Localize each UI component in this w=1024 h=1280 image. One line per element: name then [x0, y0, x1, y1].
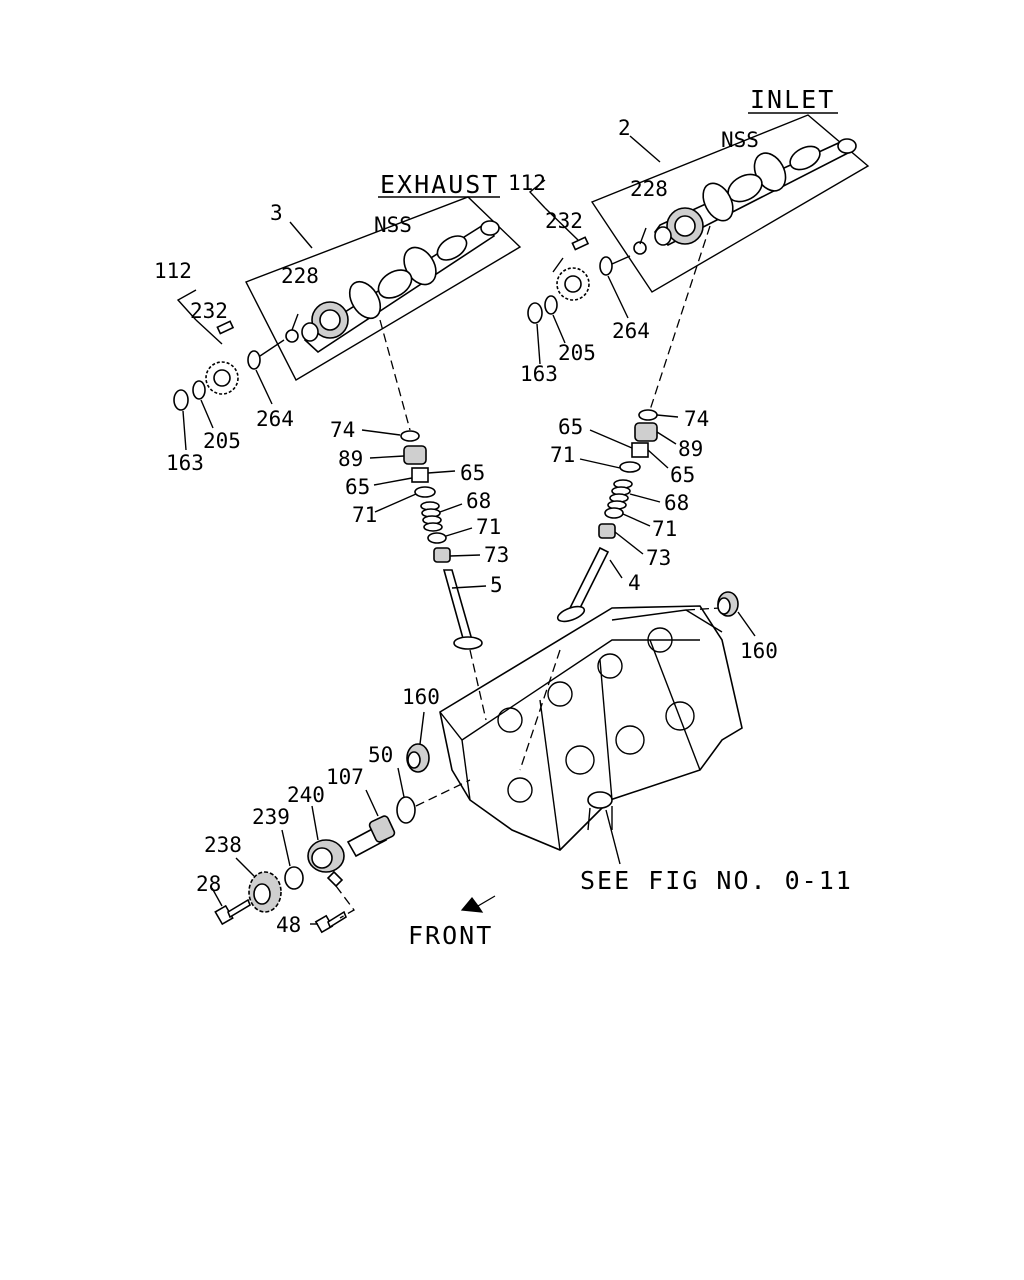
label-inlet-nss: NSS — [721, 128, 759, 152]
label-inlet-camshaft: 2 — [618, 116, 631, 140]
inlet-valve-4 — [556, 546, 610, 623]
label-inlet-73: 73 — [646, 546, 671, 570]
exhaust-spring-68 — [420, 501, 443, 532]
exhaust-ring-163 — [173, 389, 189, 411]
inlet-camshaft — [653, 138, 857, 246]
exhaust-seal-73 — [433, 547, 451, 563]
exhaust-pin-232 — [216, 320, 235, 335]
plug-160-rear — [717, 591, 756, 637]
label-inlet-163: 163 — [520, 362, 558, 386]
inlet-heading: INLET — [750, 85, 835, 114]
exhaust-dowel-228 — [285, 329, 299, 343]
label-housing-240: 240 — [287, 783, 325, 807]
label-inlet-71b: 71 — [652, 517, 677, 541]
label-exhaust-camshaft: 3 — [270, 201, 283, 225]
bolt-28 — [211, 887, 251, 926]
label-seal-239: 239 — [252, 805, 290, 829]
label-inlet-74: 74 — [684, 407, 709, 431]
inlet-spring-68 — [607, 479, 633, 510]
exhaust-retainer-71 — [414, 486, 436, 498]
inlet-shim-74 — [638, 409, 658, 421]
inlet-collet-65 — [631, 442, 649, 458]
label-plug-160-rear: 160 — [740, 639, 778, 663]
label-inlet-68: 68 — [664, 491, 689, 515]
label-exhaust-112: 112 — [154, 259, 192, 283]
label-inlet-228: 228 — [630, 177, 668, 201]
label-exhaust-74: 74 — [330, 418, 355, 442]
inlet-seal-73 — [598, 523, 616, 539]
label-inlet-71a: 71 — [550, 443, 575, 467]
label-exhaust-nss: NSS — [374, 213, 412, 237]
exhaust-valve-train — [361, 429, 487, 650]
label-inlet-232: 232 — [545, 209, 583, 233]
exhaust-shim-74 — [400, 430, 420, 442]
inlet-valve-train — [556, 409, 679, 623]
inlet-washer-264 — [599, 256, 613, 276]
exhaust-washer-264 — [247, 350, 261, 370]
label-bolt-28: 28 — [196, 872, 221, 896]
label-exhaust-73: 73 — [484, 543, 509, 567]
label-inlet-valve: 4 — [628, 571, 641, 595]
exhaust-camshaft-group — [173, 196, 522, 451]
label-bolt-48: 48 — [276, 913, 301, 937]
label-oring-50: 50 — [368, 743, 393, 767]
inlet-seat-71 — [604, 507, 624, 519]
inlet-camshaft-group — [527, 112, 870, 411]
exhaust-camshaft — [301, 220, 500, 354]
label-exhaust-205: 205 — [203, 429, 241, 453]
label-inlet-89: 89 — [678, 437, 703, 461]
label-exhaust-71a: 71 — [352, 503, 377, 527]
exhaust-collet-65 — [411, 467, 429, 483]
label-inlet-112: 112 — [508, 171, 546, 195]
label-exhaust-68: 68 — [466, 489, 491, 513]
cylinder-head — [439, 605, 743, 865]
label-exhaust-163: 163 — [166, 451, 204, 475]
inlet-retainer-71 — [619, 461, 641, 473]
inlet-tappet-89 — [634, 422, 658, 442]
oring-50 — [396, 796, 416, 824]
label-inlet-65a: 65 — [558, 415, 583, 439]
front-direction-label: FRONT — [408, 921, 493, 950]
gear-238 — [235, 857, 282, 913]
label-exhaust-65b: 65 — [345, 475, 370, 499]
label-inlet-205: 205 — [558, 341, 596, 365]
label-inlet-65b: 65 — [670, 463, 695, 487]
inlet-dowel-228 — [633, 241, 647, 255]
label-exhaust-71b: 71 — [476, 515, 501, 539]
front-arrow-icon — [460, 895, 496, 913]
label-plug-160-front: 160 — [402, 685, 440, 709]
label-exhaust-valve: 5 — [490, 573, 503, 597]
exhaust-heading: EXHAUST — [380, 170, 499, 199]
inlet-ring-205 — [544, 295, 558, 315]
exhaust-valve-5 — [442, 569, 483, 650]
label-exhaust-65a: 65 — [460, 461, 485, 485]
label-gear-238: 238 — [204, 833, 242, 857]
bolt-48 — [310, 885, 355, 934]
exhaust-seat-71 — [427, 532, 447, 544]
label-exhaust-264: 264 — [256, 407, 294, 431]
see-fig-reference: SEE FIG NO. 0-11 — [580, 866, 853, 895]
seal-239 — [284, 866, 304, 890]
housing-240 — [307, 805, 345, 888]
plug-160-front — [406, 711, 430, 773]
exhaust-tappet-89 — [403, 445, 427, 465]
label-shaft-107: 107 — [326, 765, 364, 789]
label-exhaust-228: 228 — [281, 264, 319, 288]
exhaust-ring-205 — [192, 380, 206, 400]
label-inlet-264: 264 — [612, 319, 650, 343]
label-exhaust-232: 232 — [190, 299, 228, 323]
label-exhaust-89: 89 — [338, 447, 363, 471]
inlet-pin-232 — [571, 236, 590, 251]
inlet-ring-163 — [527, 302, 543, 324]
shaft-107 — [346, 789, 396, 858]
